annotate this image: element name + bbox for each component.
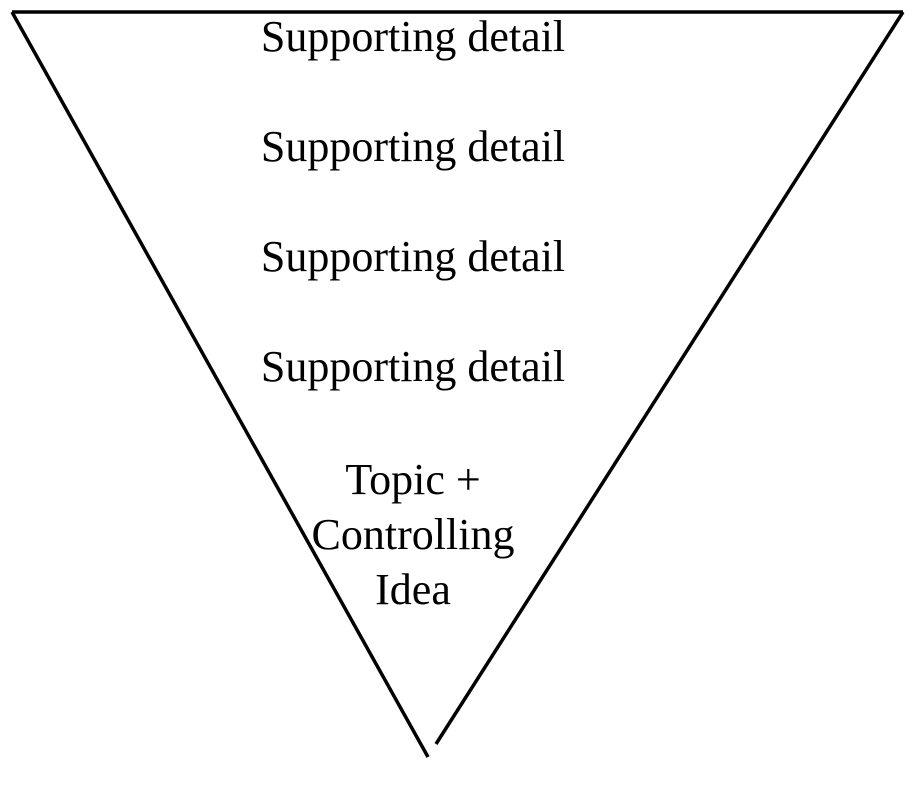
triangle-left-edge xyxy=(10,11,430,758)
supporting-detail-label-3: Supporting detail xyxy=(260,232,566,281)
topic-line-2: Controlling xyxy=(311,510,515,559)
supporting-detail-label-1: Supporting detail xyxy=(260,12,566,61)
triangle-right-edge xyxy=(434,11,905,745)
topic-line-1: Topic + xyxy=(345,455,481,504)
topic-line-3: Idea xyxy=(375,565,451,614)
supporting-detail-label-4: Supporting detail xyxy=(260,342,566,391)
topic-controlling-idea-label: Topic + Controlling Idea xyxy=(163,452,663,617)
supporting-detail-label-2: Supporting detail xyxy=(260,122,566,171)
